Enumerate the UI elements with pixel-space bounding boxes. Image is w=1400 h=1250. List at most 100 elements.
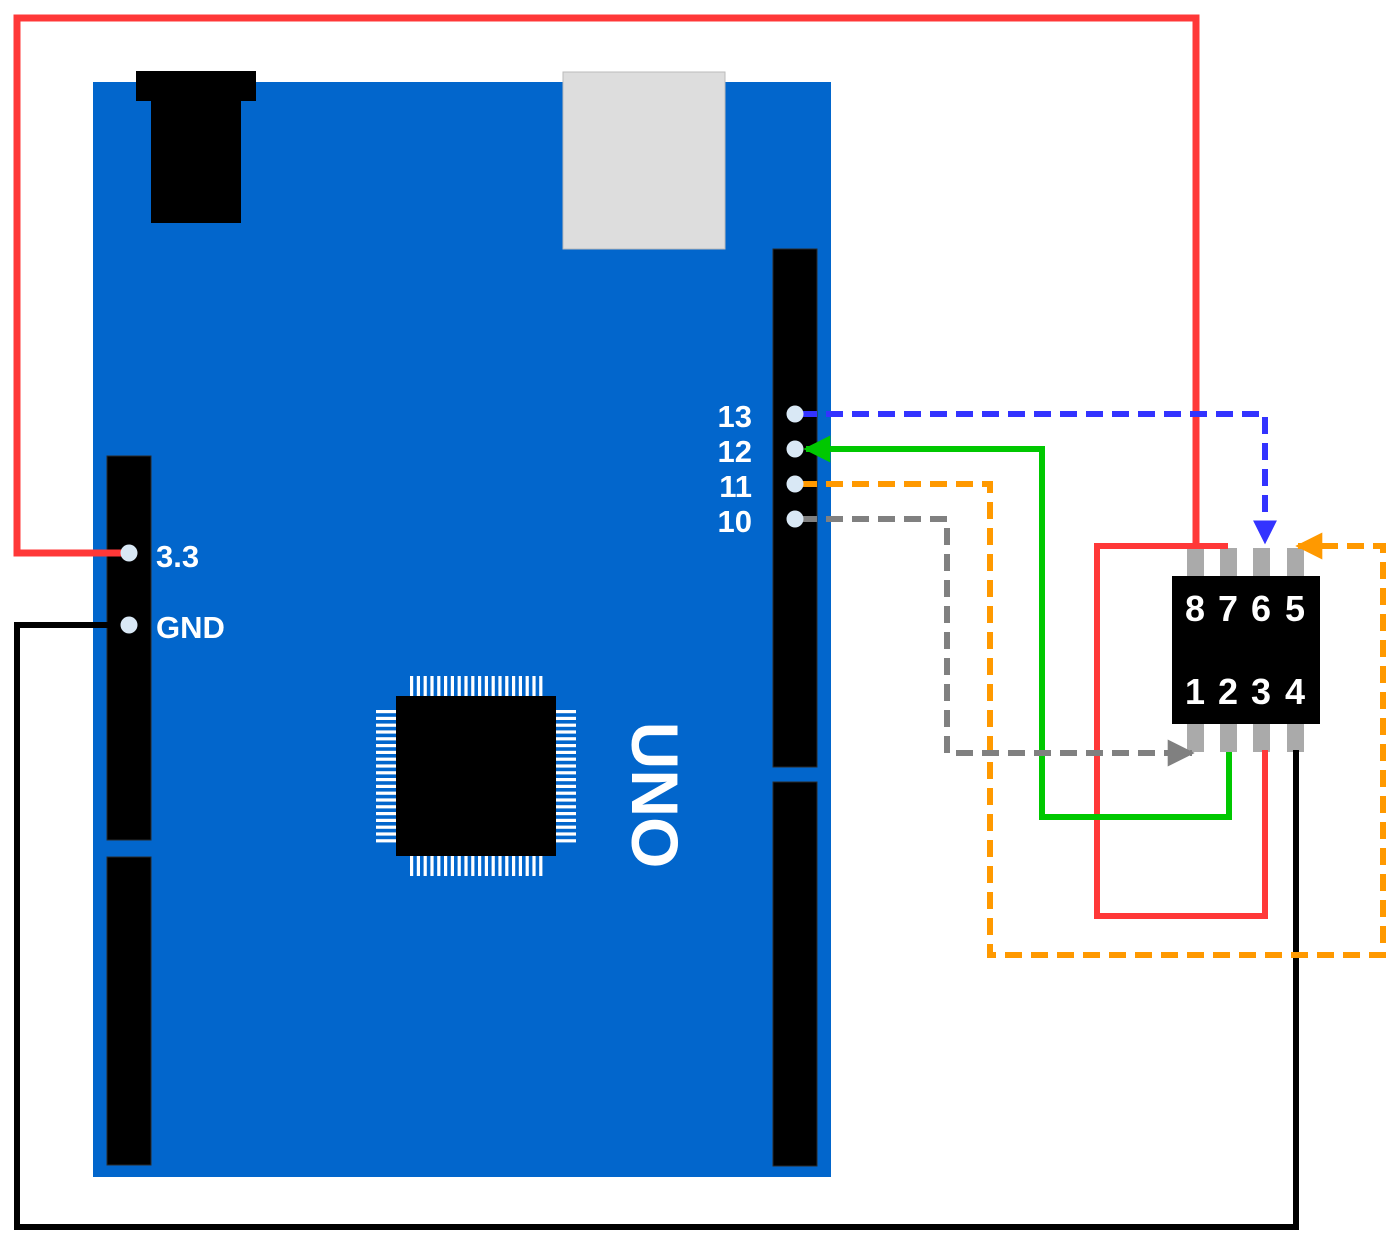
label-pin-11: 11 — [719, 469, 752, 504]
mcu-pin — [539, 676, 543, 696]
mcu-pin — [416, 856, 420, 876]
mcu-pin — [556, 771, 576, 775]
mcu-pin — [556, 818, 576, 822]
mcu-pin — [376, 818, 396, 822]
chip-pin-5 — [1287, 548, 1304, 578]
mcu-pin — [556, 812, 576, 816]
mcu-pin — [376, 832, 396, 836]
mcu-pin — [491, 856, 495, 876]
mcu-pin — [484, 676, 488, 696]
pin-10 — [786, 510, 804, 528]
wire-pin2-to-pin12 — [803, 435, 1232, 820]
spi-chip — [1172, 548, 1320, 752]
mcu-pin — [457, 856, 461, 876]
mcu-pin — [505, 676, 509, 696]
mcu-pin — [471, 856, 475, 876]
chip-pin-4 — [1287, 722, 1304, 752]
mcu-pin — [457, 676, 461, 696]
mcu-pin — [376, 730, 396, 734]
mcu-pin — [450, 856, 454, 876]
mcu-pin — [556, 791, 576, 795]
mcu-pin — [556, 839, 576, 843]
mcu-pin — [376, 798, 396, 802]
chip-label-8: 8 — [1185, 588, 1205, 629]
mcu-pin — [556, 798, 576, 802]
mcu-pin — [464, 676, 468, 696]
chip-pin-3 — [1253, 722, 1270, 752]
chip-label-2: 2 — [1218, 671, 1238, 712]
mcu-pin — [410, 676, 414, 696]
mcu-pin — [437, 856, 441, 876]
mcu-pin — [471, 676, 475, 696]
chip-pin-2 — [1220, 722, 1237, 752]
mcu-pin — [376, 723, 396, 727]
mcu-pin — [478, 856, 482, 876]
mcu-pin — [556, 778, 576, 782]
pin-3v3 — [120, 544, 138, 562]
mcu-pin — [498, 676, 502, 696]
wire-3v3-to-pin8 — [13, 14, 1200, 557]
mcu-pin — [556, 737, 576, 741]
mcu-pin — [556, 723, 576, 727]
mcu-pin — [416, 676, 420, 696]
mcu-pin — [437, 676, 441, 696]
mcu-pin — [532, 856, 536, 876]
mcu-pin — [376, 805, 396, 809]
mcu-pin — [556, 744, 576, 748]
mcu-pin — [423, 856, 427, 876]
mcu-pin — [505, 856, 509, 876]
chip-pin-8 — [1187, 548, 1204, 578]
chip-label-7: 7 — [1218, 588, 1238, 629]
mcu-pin — [376, 764, 396, 768]
chip-label-5: 5 — [1285, 588, 1305, 629]
mcu-pin — [532, 676, 536, 696]
wire-pin13-to-pin6 — [800, 411, 1277, 545]
mcu-pin — [376, 716, 396, 720]
mcu-body — [396, 696, 556, 856]
mcu-pin — [376, 812, 396, 816]
wire-pin8-to-pin3 — [1094, 543, 1268, 919]
mcu-pin — [376, 791, 396, 795]
chip-pin-1 — [1187, 722, 1204, 752]
microcontroller — [376, 676, 576, 876]
pin-12 — [786, 440, 804, 458]
mcu-pin — [376, 744, 396, 748]
mcu-pin — [556, 750, 576, 754]
pin-11 — [786, 475, 804, 493]
wire-pin10-to-pin1 — [800, 516, 1195, 767]
mcu-pin — [491, 676, 495, 696]
mcu-pin — [376, 778, 396, 782]
mcu-pin — [512, 856, 516, 876]
mcu-pin — [518, 676, 522, 696]
pin-gnd — [120, 616, 138, 634]
wire-pin11-to-pin5 — [800, 481, 1386, 958]
header-digital-low — [772, 781, 818, 1167]
mcu-pin — [423, 676, 427, 696]
chip-label-4: 4 — [1285, 671, 1305, 712]
mcu-pin — [444, 676, 448, 696]
mcu-pin — [498, 856, 502, 876]
mcu-pin — [376, 757, 396, 761]
chip-pin-6 — [1253, 548, 1270, 578]
mcu-pin — [376, 737, 396, 741]
mcu-pin — [484, 856, 488, 876]
chip-label-3: 3 — [1251, 671, 1271, 712]
mcu-pin — [478, 676, 482, 696]
mcu-pin — [450, 676, 454, 696]
mcu-pin — [376, 839, 396, 843]
mcu-pin — [556, 716, 576, 720]
mcu-pin — [376, 710, 396, 714]
board-pcb — [93, 82, 831, 1177]
header-analog — [106, 856, 152, 1166]
mcu-pin — [556, 710, 576, 714]
wire-gnd-to-pin4 — [14, 622, 1299, 1230]
mcu-pin — [556, 825, 576, 829]
header-digital-high — [772, 248, 818, 768]
mcu-pin — [525, 856, 529, 876]
mcu-pin — [525, 676, 529, 696]
usb-connector — [562, 71, 726, 250]
mcu-pin — [556, 805, 576, 809]
header-power — [106, 455, 152, 841]
mcu-pin — [556, 832, 576, 836]
